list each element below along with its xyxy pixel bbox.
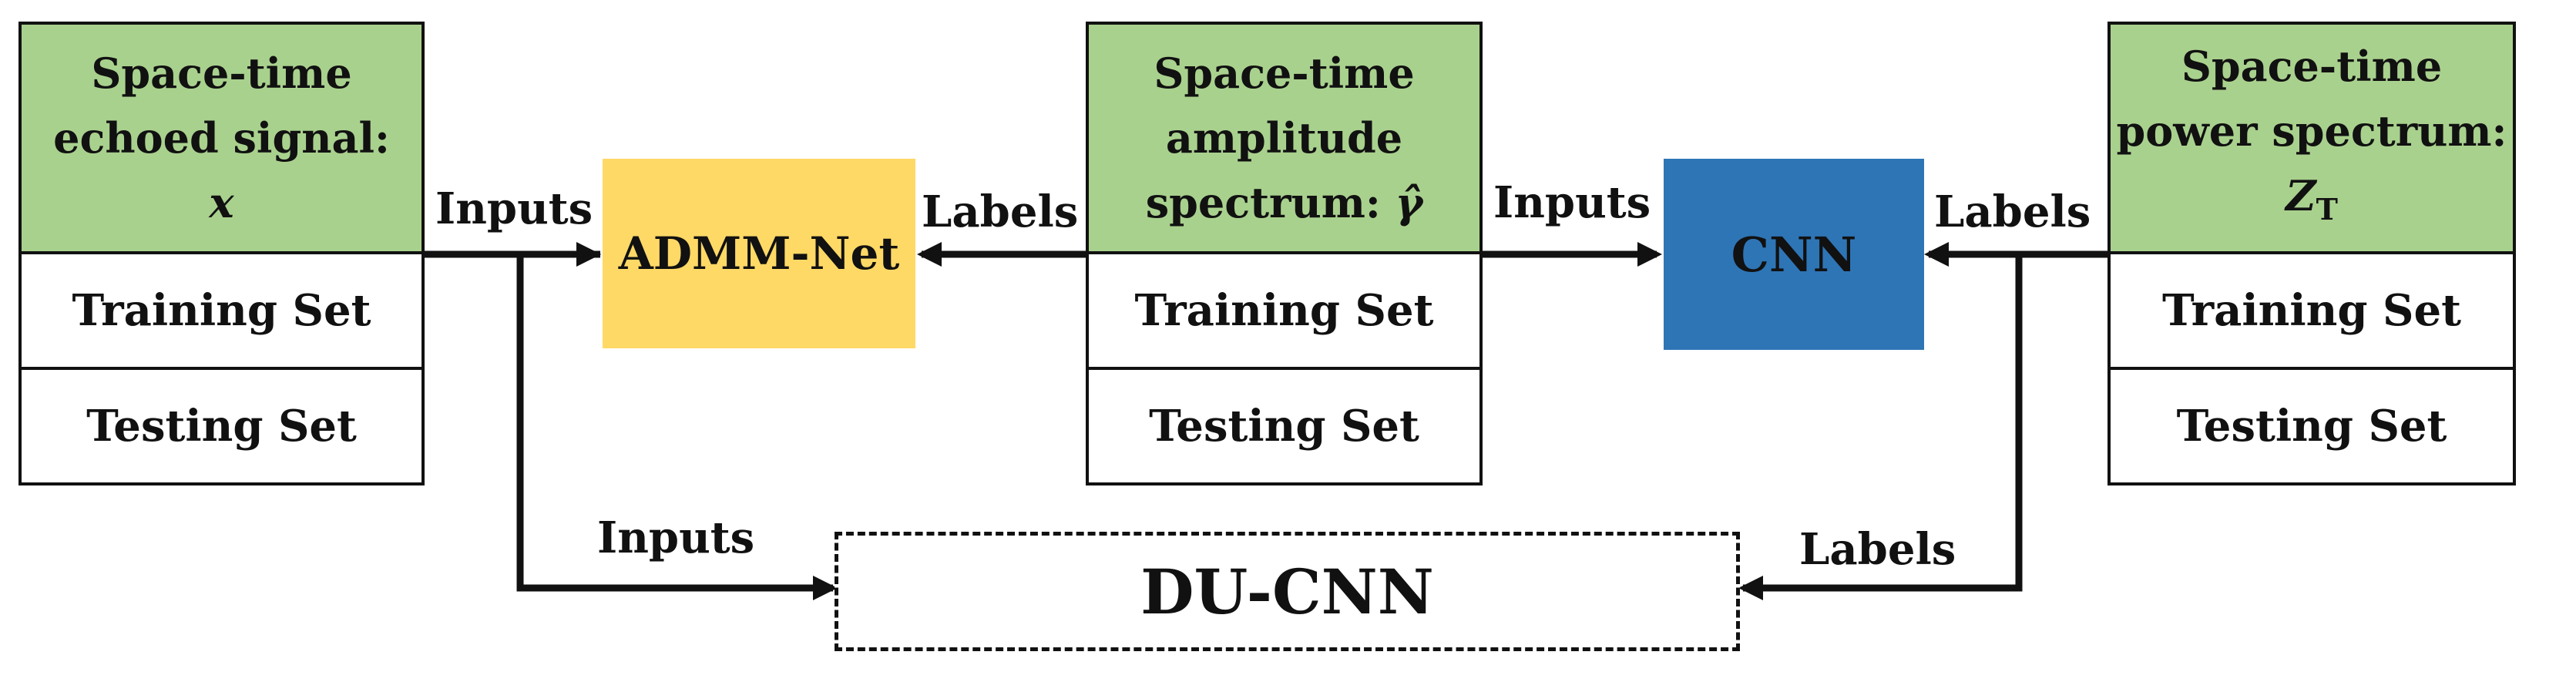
echoed-signal-header: Space-time echoed signal: x [18, 22, 425, 254]
admm-net-box: ADMM-Net [603, 159, 915, 348]
echoed-training-set: Training Set [18, 251, 425, 370]
amplitude-testing-set: Testing Set [1086, 367, 1483, 485]
power-symbol-wrap: ZT [2285, 163, 2338, 242]
power-training-set: Training Set [2107, 251, 2516, 370]
arrowhead-admm-right [917, 242, 942, 267]
amplitude-training-set: Training Set [1086, 251, 1483, 370]
power-testing-set: Testing Set [2107, 367, 2516, 485]
power-symbol: Z [2285, 171, 2316, 221]
power-title-line-2: power spectrum: [2116, 106, 2507, 156]
amplitude-spectrum-header: Space-time amplitude spectrum: γ̂ [1086, 22, 1483, 254]
arrowhead-cnn-left [1637, 242, 1662, 267]
arrowhead-ducnn-right [1738, 576, 1763, 600]
amplitude-title-line-3: spectrum: [1145, 178, 1381, 227]
echoed-testing-set: Testing Set [18, 367, 425, 485]
label-labels-admm: Labels [922, 186, 1079, 237]
echoed-title-line-2: echoed signal: [53, 113, 390, 163]
amplitude-title-line-2: amplitude [1165, 113, 1403, 163]
power-spectrum-header: Space-time power spectrum: ZT [2107, 22, 2516, 254]
label-inputs-admm: Inputs [435, 183, 593, 234]
label-labels-cnn: Labels [1934, 186, 2091, 237]
du-cnn-box: DU-CNN [835, 532, 1740, 651]
power-symbol-subscript: T [2316, 191, 2338, 227]
arrowhead-cnn-right [1924, 242, 1949, 267]
power-title-line-1: Space-time [2181, 42, 2443, 92]
arrowhead-admm-left [576, 242, 601, 267]
label-inputs-cnn: Inputs [1493, 177, 1651, 228]
arrow-power-to-ducnn [1743, 254, 2023, 592]
amplitude-title-line-3-wrap: spectrum: γ̂ [1146, 170, 1423, 235]
amplitude-symbol: γ̂ [1395, 178, 1423, 227]
arrow-echoed-to-ducnn [516, 254, 833, 592]
label-inputs-ducnn: Inputs [597, 512, 755, 563]
label-labels-ducnn: Labels [1799, 524, 1956, 575]
cnn-box: CNN [1664, 159, 1924, 350]
arrowhead-ducnn-left [813, 576, 838, 600]
echoed-title-line-1: Space-time [91, 49, 352, 98]
echoed-symbol: x [209, 178, 234, 227]
amplitude-title-line-1: Space-time [1154, 49, 1415, 98]
